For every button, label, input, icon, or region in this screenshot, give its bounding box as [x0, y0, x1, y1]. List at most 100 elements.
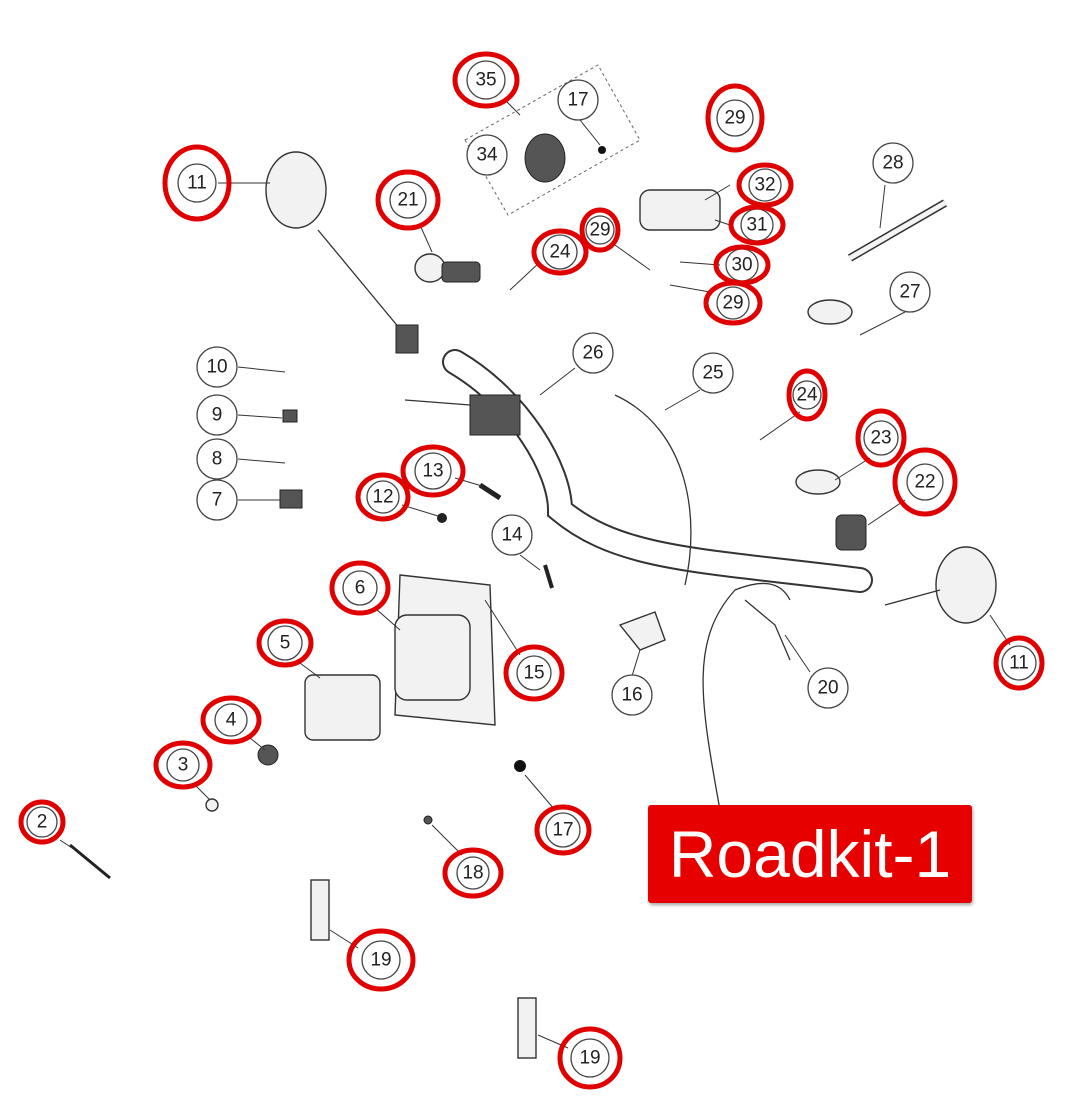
callout-21[interactable]: 21 — [375, 169, 441, 231]
svg-text:26: 26 — [582, 343, 603, 364]
callout-26[interactable]: 26 — [572, 332, 614, 374]
clamp-part — [807, 299, 853, 325]
reflector-part — [310, 879, 330, 941]
svg-text:15: 15 — [523, 663, 544, 684]
callout-10[interactable]: 10 — [196, 346, 238, 388]
nut-part — [598, 146, 606, 154]
cable-part — [614, 394, 692, 586]
callout-22[interactable]: 22 — [892, 447, 958, 517]
callout-23[interactable]: 23 — [855, 408, 907, 468]
left-mirror-part — [265, 151, 327, 229]
svg-text:19: 19 — [579, 1048, 600, 1069]
callout-24[interactable]: 24 — [531, 228, 589, 276]
svg-text:6: 6 — [355, 578, 366, 599]
callout-3[interactable]: 3 — [153, 740, 213, 790]
svg-text:29: 29 — [589, 220, 610, 241]
switch-part — [414, 253, 446, 283]
callout-20[interactable]: 20 — [807, 667, 849, 709]
callout-30[interactable]: 30 — [713, 244, 771, 286]
roadkit-label: Roadkit-1 — [648, 805, 972, 903]
svg-text:29: 29 — [722, 293, 743, 314]
horn-part — [524, 133, 566, 183]
callout-24[interactable]: 24 — [786, 368, 828, 422]
svg-text:35: 35 — [475, 70, 496, 91]
svg-text:18: 18 — [462, 863, 483, 884]
grip-part — [795, 469, 841, 495]
svg-text:21: 21 — [397, 190, 418, 211]
callout-19[interactable]: 19 — [346, 928, 416, 992]
reflector-part — [517, 997, 537, 1059]
svg-text:28: 28 — [882, 153, 903, 174]
callout-17[interactable]: 17 — [534, 804, 592, 856]
callout-19[interactable]: 19 — [557, 1026, 623, 1090]
svg-text:30: 30 — [731, 255, 752, 276]
callout-13[interactable]: 13 — [400, 444, 466, 498]
leader-lines — [59, 99, 1011, 1049]
svg-text:23: 23 — [870, 428, 891, 449]
callout-7[interactable]: 7 — [196, 479, 238, 521]
brake-lever-part — [469, 394, 521, 436]
callout-11[interactable]: 11 — [162, 144, 232, 222]
master-cylinder-part — [639, 189, 721, 231]
callout-29[interactable]: 29 — [703, 280, 763, 326]
svg-text:14: 14 — [501, 525, 523, 546]
svg-text:25: 25 — [702, 363, 723, 384]
svg-text:5: 5 — [280, 633, 291, 654]
callout-35[interactable]: 35 — [452, 51, 520, 109]
svg-text:13: 13 — [422, 461, 443, 482]
svg-text:16: 16 — [621, 685, 642, 706]
callout-15[interactable]: 15 — [503, 644, 565, 702]
callout-16[interactable]: 16 — [611, 674, 653, 716]
svg-text:4: 4 — [226, 710, 237, 731]
bracket-part — [618, 611, 666, 651]
svg-text:12: 12 — [372, 487, 393, 508]
svg-text:17: 17 — [567, 90, 588, 111]
clutch-lever-part — [744, 599, 791, 661]
right-mirror-part — [935, 546, 997, 624]
svg-text:19: 19 — [370, 950, 391, 971]
svg-text:8: 8 — [212, 449, 223, 470]
headlight-part — [304, 674, 381, 741]
callout-6[interactable]: 6 — [329, 560, 391, 616]
svg-text:7: 7 — [212, 490, 223, 511]
svg-text:2: 2 — [37, 812, 48, 833]
svg-text:22: 22 — [914, 472, 935, 493]
callout-34[interactable]: 34 — [466, 134, 508, 176]
svg-text:29: 29 — [724, 108, 745, 129]
svg-text:11: 11 — [1009, 653, 1029, 674]
svg-text:27: 27 — [899, 282, 920, 303]
callout-29[interactable]: 29 — [705, 83, 765, 153]
callout-14[interactable]: 14 — [491, 514, 533, 556]
svg-text:20: 20 — [817, 678, 838, 699]
svg-text:9: 9 — [212, 405, 223, 426]
svg-text:24: 24 — [796, 385, 818, 406]
callout-32[interactable]: 32 — [736, 162, 794, 208]
parts-artwork — [69, 64, 997, 1059]
callout-29[interactable]: 29 — [579, 207, 621, 253]
callout-5[interactable]: 5 — [256, 618, 314, 668]
callout-4[interactable]: 4 — [200, 695, 262, 745]
callout-2[interactable]: 2 — [18, 799, 66, 845]
svg-text:24: 24 — [549, 242, 571, 263]
bulb-part — [257, 744, 279, 766]
callout-11[interactable]: 11 — [993, 635, 1045, 691]
callout-31[interactable]: 31 — [728, 204, 786, 246]
callout-17[interactable]: 17 — [557, 79, 599, 121]
callout-9[interactable]: 9 — [196, 394, 238, 436]
svg-text:34: 34 — [476, 145, 498, 166]
svg-text:10: 10 — [206, 357, 227, 378]
callout-27[interactable]: 27 — [889, 271, 931, 313]
callout-25[interactable]: 25 — [692, 352, 734, 394]
callouts: 35 17 34 29 32 31 30 29 28 27 11 21 24 2… — [18, 51, 1045, 1090]
svg-text:11: 11 — [187, 173, 207, 194]
callout-28[interactable]: 28 — [872, 142, 914, 184]
svg-text:31: 31 — [746, 215, 767, 236]
switch-housing-part — [835, 514, 867, 551]
svg-text:32: 32 — [754, 175, 775, 196]
callout-8[interactable]: 8 — [196, 438, 238, 480]
svg-text:17: 17 — [552, 820, 573, 841]
callout-18[interactable]: 18 — [442, 847, 504, 899]
callout-12[interactable]: 12 — [355, 472, 411, 522]
